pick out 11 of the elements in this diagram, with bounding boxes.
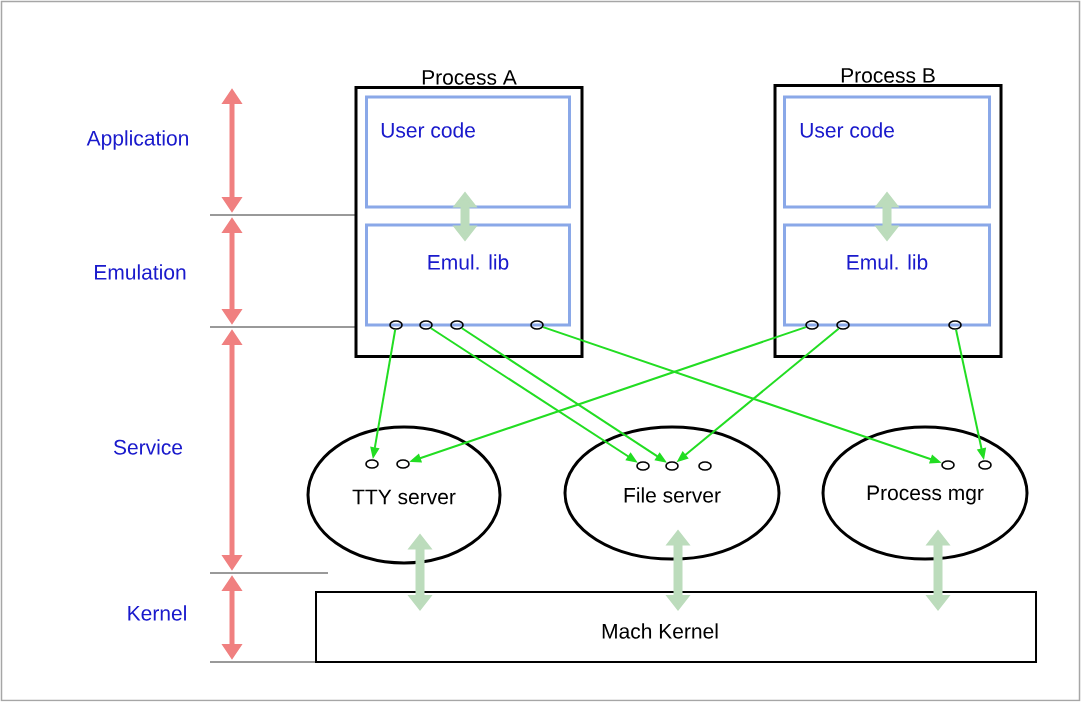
layer-label: Kernel bbox=[128, 605, 186, 621]
code-box: User code bbox=[783, 95, 991, 209]
layer-label: Emulation bbox=[95, 264, 186, 280]
kernel-box: Mach Kernel bbox=[315, 591, 1037, 663]
layer-label: Service bbox=[113, 439, 183, 455]
library-box: Emul. lib bbox=[365, 223, 571, 327]
code-box: User code bbox=[365, 95, 571, 209]
node-label: Process A bbox=[422, 70, 517, 85]
library-box: Emul. lib bbox=[783, 223, 991, 327]
node-label: Process B bbox=[841, 68, 935, 83]
layer-label: Application bbox=[86, 130, 188, 150]
